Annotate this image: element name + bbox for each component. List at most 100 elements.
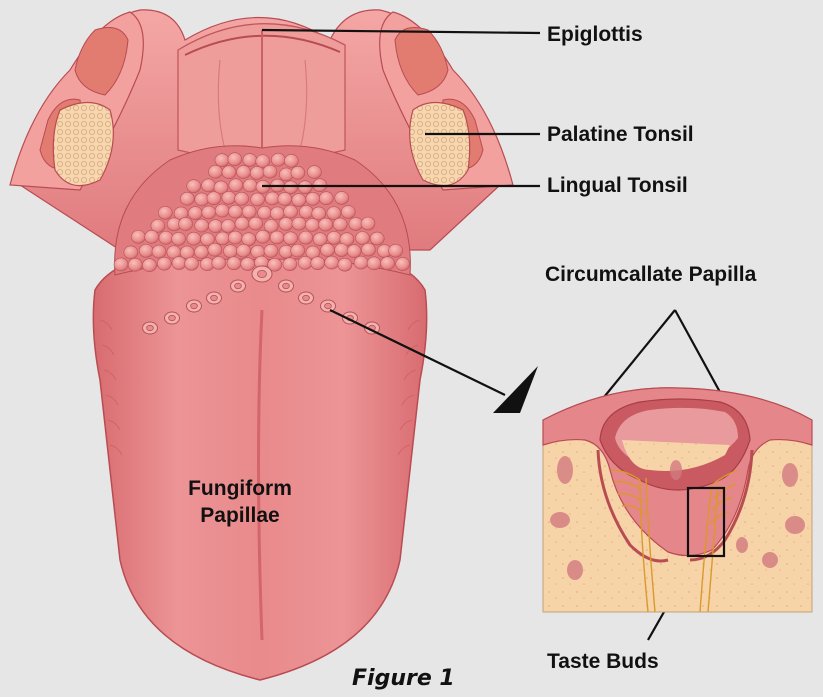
lingual-tonsil-bump [389,244,403,257]
lingual-tonsil-bump [396,257,410,270]
fungiform-label-line1: Fungiform [188,477,292,500]
lingual-tonsil-bump [172,257,186,270]
circumvallate-papilla-center [258,270,267,277]
lingual-tonsil-bump [187,232,201,245]
lingual-tonsil-bump [242,205,256,218]
lingual-tonsil-bump [212,256,226,269]
lingual-tonsil-bump [327,231,341,244]
lingual-tonsil-bump [355,231,369,244]
lingual-tonsil-bump [292,217,306,230]
lingual-tonsil-label: Lingual Tonsil [547,175,688,196]
lingual-tonsil-bump [264,244,278,257]
lingual-tonsil-bump [298,181,312,194]
lingual-tonsil-bump [284,181,298,194]
lingual-tonsil-bump [354,256,368,269]
lingual-tonsil-bump [283,258,297,271]
lingual-tonsil-bump [265,192,279,205]
lingual-tonsil-bump [335,244,349,257]
lingual-tonsil-bump [207,192,221,205]
lingual-tonsil-bump [263,165,277,178]
lingual-tonsil-bump [270,231,284,244]
lingual-tonsil-bump [258,206,272,219]
lingual-tonsil-bump [235,192,249,205]
lingual-tonsil-bump [241,258,255,271]
lingual-tonsil-bump [249,217,263,230]
lingual-tonsil-bump [185,257,199,270]
lingual-tonsil-bump [114,258,128,271]
epiglottis-structure [178,24,345,160]
lingual-tonsil-bump [284,205,298,218]
lingual-tonsil-bump [341,205,355,218]
figure-caption: Figure 1 [352,666,455,691]
lingual-tonsil-bump [320,243,334,256]
lingual-tonsil-bump [306,192,320,205]
lingual-tonsil-bump [279,217,293,230]
lingual-tonsil-bump [145,230,159,243]
lingual-tonsil-bump [327,207,341,220]
circumvallate-papilla-center [169,315,176,320]
lingual-tonsil-bump [215,154,229,167]
lingual-tonsil-bump [222,191,236,204]
lingual-tonsil-bump [270,207,284,220]
lingual-tonsil-bump [370,232,384,245]
tongue-body [93,240,426,680]
lingual-tonsil-bump [243,179,257,192]
lingual-tonsil-bump [319,218,333,231]
lingual-tonsil-bump [367,257,381,270]
lingual-tonsil-bump [208,243,222,256]
lingual-tonsil-bump [228,231,242,244]
lingual-tonsil-bump [179,217,193,230]
lingual-tonsil-bump [131,230,145,243]
lingual-tonsil-bump [307,166,321,179]
lingual-tonsil-bump [235,217,249,230]
lingual-tonsil-bump [128,258,142,271]
lingual-tonsil-bump [271,153,285,166]
palatine-tonsil-label: Palatine Tonsil [547,124,694,145]
lingual-tonsil-bump [236,244,250,257]
epiglottis-label: Epiglottis [547,24,643,45]
lingual-tonsil-bump [361,217,375,230]
circumvallate-papilla-center [235,283,242,288]
lingual-tonsil-bump [319,192,333,205]
lingual-tonsil-bump [256,230,270,243]
lingual-tonsil-bump [243,154,257,167]
lingual-tonsil-bump [381,257,395,270]
lingual-tonsil-bump [216,232,230,245]
lingual-tonsil-bump [215,204,229,217]
lingual-tonsil-bump [152,245,166,258]
lingual-tonsil-bump [157,257,171,270]
lingual-tonsil-bump [159,231,173,244]
circumvallate-papilla-label: Circumcallate Papilla [545,264,756,285]
lingual-tonsil-bump [195,193,209,206]
lingual-tonsil-bump [227,257,241,270]
lingual-tonsil-bump [333,218,347,231]
lingual-tonsil-bump [142,259,156,272]
lingual-tonsil-bump [284,154,298,167]
lingual-tonsil-bump [139,244,153,257]
lingual-tonsil-bump [202,179,216,192]
lingual-tonsil-bump [325,256,339,269]
circumvallate-papilla-center [325,303,332,308]
taste-buds-label: Taste Buds [547,651,659,672]
circumvallate-papilla-center [303,295,310,300]
lingual-tonsil-bump [208,165,222,178]
lingual-tonsil-bump [202,206,216,219]
lingual-tonsil-bump [172,232,186,245]
lingual-tonsil-bump [228,205,242,218]
circumvallate-papilla-center [283,283,290,288]
lingual-tonsil-bump [221,219,235,232]
lingual-tonsil-bump [347,245,361,258]
lingual-tonsil-bump [124,246,138,259]
lingual-tonsil-bump [278,192,292,205]
lingual-tonsil-bump [187,180,201,193]
lingual-tonsil-bump [180,192,194,205]
lingual-tonsil-bump [223,245,237,258]
lingual-tonsil-bump [208,220,222,233]
lingual-tonsil-bump [188,207,202,220]
lingual-tonsil-bump [195,219,209,232]
lingual-tonsil-bump [237,165,251,178]
circumvallate-papilla-center [147,325,154,330]
circumvallate-papilla-center [191,303,198,308]
fungiform-label-line2: Papillae [200,504,279,527]
lingual-tonsil-bump [291,166,305,179]
